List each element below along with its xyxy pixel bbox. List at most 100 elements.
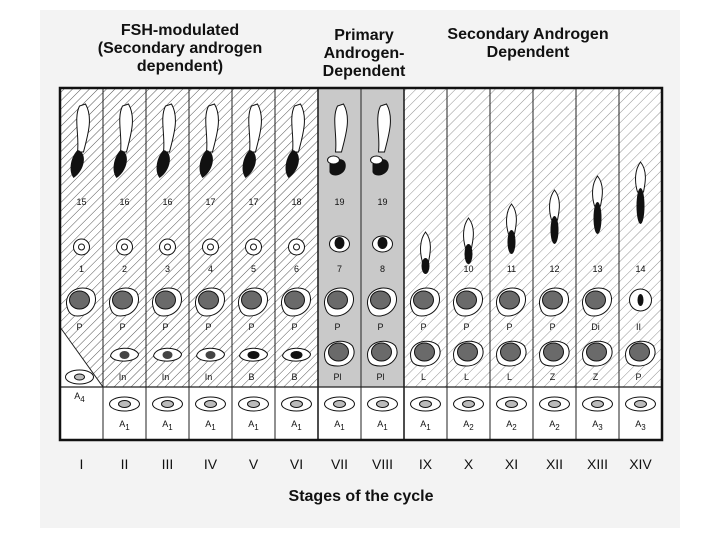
type-a-label: A1 xyxy=(334,419,345,432)
elongated-step-number: 16 xyxy=(119,197,129,207)
elongating-spermatid-head xyxy=(636,188,645,224)
stage-4-label: IV xyxy=(204,456,218,472)
type-a-label: A2 xyxy=(506,419,517,432)
elongated-spermatid-head xyxy=(285,150,299,178)
preleptotene-nucleus xyxy=(457,342,478,362)
secondary-spermatocyte-nucleus xyxy=(637,294,644,306)
lower-cell-label: L xyxy=(464,372,469,382)
elongating-step-number: 12 xyxy=(549,264,559,274)
type-a-nucleus xyxy=(505,400,518,408)
spermatid-step-number: 7 xyxy=(337,264,342,274)
type-a-label: A1 xyxy=(248,419,259,432)
spermatid-step-number: 1 xyxy=(79,264,84,274)
type-a-label: A1 xyxy=(291,419,302,432)
lower-cell-label: Z xyxy=(593,372,599,382)
elongated-step-number: 15 xyxy=(76,197,86,207)
spermatocyte-nucleus xyxy=(370,290,391,310)
diagram-frame xyxy=(58,86,664,442)
stage-2-label: II xyxy=(121,456,129,472)
header-primary-line3: Dependent xyxy=(322,63,406,80)
spermatocyte-nucleus xyxy=(456,290,477,310)
type-a4-nucleus xyxy=(74,373,85,381)
spermatogonium-nucleus xyxy=(290,351,303,359)
elongating-spermatid-head xyxy=(421,258,430,274)
stage-10-label: X xyxy=(464,456,474,472)
preleptotene-nucleus xyxy=(629,342,650,362)
preleptotene-nucleus xyxy=(500,342,521,362)
type-a-nucleus xyxy=(161,400,174,408)
spermatid-step-number: 8 xyxy=(380,264,385,274)
spermatocyte-label: P xyxy=(119,322,125,332)
residual-body xyxy=(327,155,340,165)
spermatocyte-nucleus xyxy=(241,290,262,310)
spermatocyte-label: P xyxy=(248,322,254,332)
preleptotene-nucleus xyxy=(414,342,435,362)
elongated-step-number: 16 xyxy=(162,197,172,207)
lower-cell-label: In xyxy=(162,372,170,382)
elongated-step-number: 17 xyxy=(205,197,215,207)
type-a-label: A3 xyxy=(635,419,646,432)
elongating-step-number: 10 xyxy=(463,264,473,274)
elongating-spermatid-head xyxy=(593,202,602,234)
header-fsh-line3: dependent) xyxy=(136,58,224,75)
header-primary-line1: Primary xyxy=(334,27,394,44)
elongated-spermatid-head xyxy=(242,150,256,178)
elongating-step-number: 13 xyxy=(592,264,602,274)
type-a-nucleus xyxy=(462,400,475,408)
stage-6-label: VI xyxy=(290,456,303,472)
header-secondary-line1: Secondary Androgen xyxy=(447,26,609,43)
header-fsh-line2: (Secondary androgen xyxy=(97,40,263,57)
type-a-nucleus xyxy=(118,400,131,408)
stage-7-label: VII xyxy=(331,456,348,472)
round-spermatid-nucleus xyxy=(164,243,171,251)
type-a-label: A2 xyxy=(549,419,560,432)
stage-9-label: IX xyxy=(419,456,433,472)
spermatid-step-number: 3 xyxy=(165,264,170,274)
type-a-nucleus xyxy=(591,400,604,408)
spermatid-step-number: 6 xyxy=(294,264,299,274)
x-axis-label: Stages of the cycle xyxy=(289,488,434,505)
spermatocyte-label: P xyxy=(506,322,512,332)
spermatocyte-label: P xyxy=(463,322,469,332)
type-a-nucleus xyxy=(247,400,260,408)
lower-cell-label: B xyxy=(248,372,254,382)
elongated-step-number: 18 xyxy=(291,197,301,207)
lower-cell-label: In xyxy=(119,372,127,382)
lower-cell-label: Z xyxy=(550,372,556,382)
round-spermatid-nucleus xyxy=(78,243,85,251)
spermatocyte-label: P xyxy=(549,322,555,332)
spermatocyte-nucleus xyxy=(327,290,348,310)
spermatocyte-nucleus xyxy=(198,290,219,310)
preleptotene-nucleus xyxy=(371,342,392,362)
type-a-nucleus xyxy=(376,400,389,408)
type-a-label: A1 xyxy=(420,419,431,432)
spermatogonium-nucleus xyxy=(247,351,260,359)
spermatogonium-nucleus xyxy=(119,351,130,359)
preleptotene-nucleus xyxy=(586,342,607,362)
residual-body xyxy=(370,155,383,165)
elongated-step-number: 17 xyxy=(248,197,258,207)
preleptotene-nucleus xyxy=(328,342,349,362)
lower-cell-label: In xyxy=(205,372,213,382)
lower-cell-label: L xyxy=(507,372,512,382)
header-secondary-line2: Dependent xyxy=(486,44,570,61)
type-a-nucleus xyxy=(290,400,303,408)
lower-cell-label: P xyxy=(635,372,641,382)
elongating-spermatid-head xyxy=(550,216,559,244)
spermatocyte-nucleus xyxy=(499,290,520,310)
spermatocyte-label: P xyxy=(291,322,297,332)
spermatocyte-nucleus xyxy=(284,290,305,310)
capped-spermatid-nucleus xyxy=(377,237,388,249)
stage-3-label: III xyxy=(162,456,174,472)
spermatid-step-number: 4 xyxy=(208,264,213,274)
round-spermatid-nucleus xyxy=(250,243,257,251)
capped-spermatid-nucleus xyxy=(334,237,345,249)
spermatogonium-nucleus xyxy=(205,351,216,359)
spermatocyte-nucleus xyxy=(112,290,133,310)
lower-cell-label: Pl xyxy=(333,372,341,382)
spermatocyte-label: P xyxy=(76,322,82,332)
elongating-step-number: 14 xyxy=(635,264,645,274)
type-a-nucleus xyxy=(419,400,432,408)
stage-5-label: V xyxy=(249,456,259,472)
lower-cell-label: B xyxy=(291,372,297,382)
